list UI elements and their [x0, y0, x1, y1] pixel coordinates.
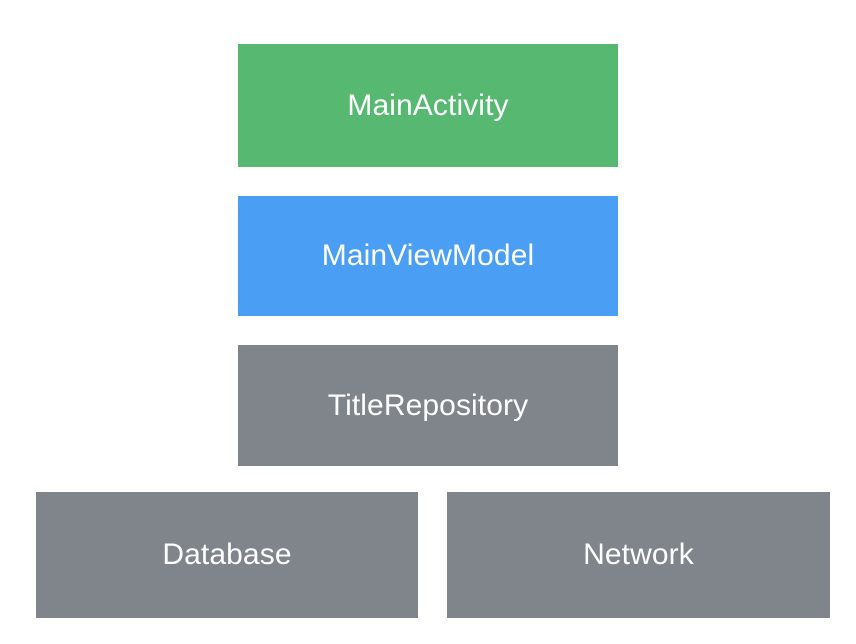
diagram-box-main-view-model[interactable]: MainViewModel: [238, 196, 618, 316]
diagram-box-label-main-activity: MainActivity: [347, 88, 509, 122]
diagram-box-database[interactable]: Database: [36, 492, 418, 618]
diagram-box-title-repository[interactable]: TitleRepository: [238, 345, 618, 466]
diagram-box-label-database: Database: [162, 538, 292, 571]
diagram-box-label-title-repository: TitleRepository: [327, 388, 529, 422]
diagram-box-network[interactable]: Network: [447, 492, 830, 618]
diagram-box-label-network: Network: [583, 538, 694, 571]
diagram-box-label-main-view-model: MainViewModel: [321, 239, 535, 272]
diagram-box-main-activity[interactable]: MainActivity: [238, 44, 618, 167]
